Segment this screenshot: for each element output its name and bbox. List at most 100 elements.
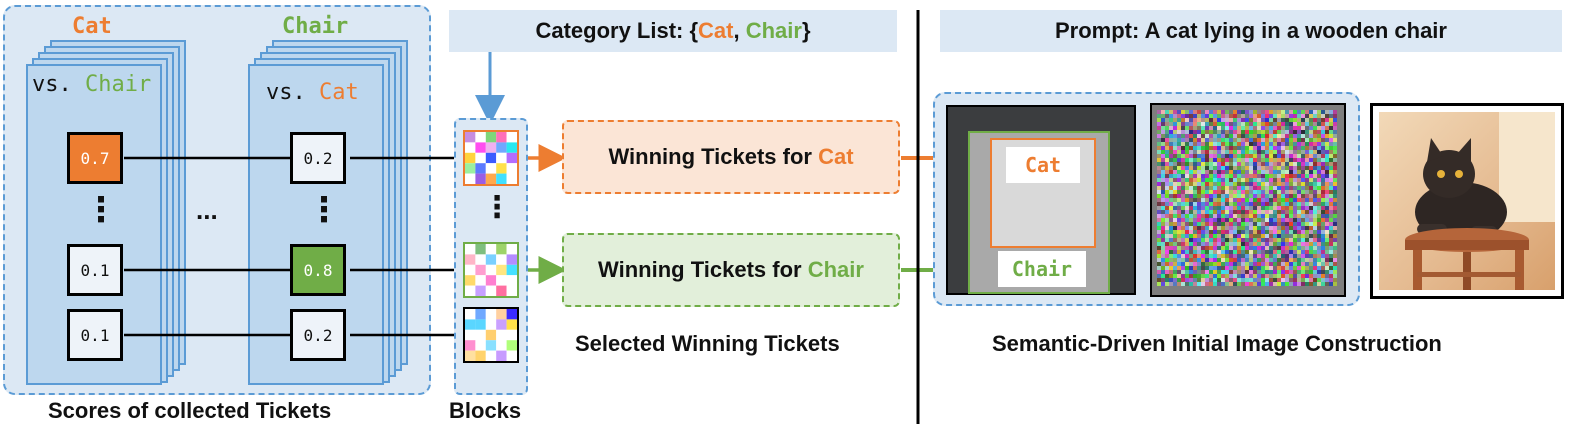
noise-pixel <box>1217 194 1221 198</box>
noise-pixel <box>1273 262 1277 266</box>
noise-pixel <box>1245 150 1249 154</box>
noise-pixel <box>1221 122 1225 126</box>
noise-pixel <box>1201 146 1205 150</box>
noise-pixel <box>1253 250 1257 254</box>
noise-pixel <box>1277 270 1281 274</box>
noise-pixel <box>1265 190 1269 194</box>
winning-chair-label: Chair <box>807 257 864 282</box>
noise-pixel <box>1213 226 1217 230</box>
noise-pixel <box>1225 126 1229 130</box>
noise-pixel <box>1253 166 1257 170</box>
noise-pixel <box>1161 226 1165 230</box>
noise-pixel <box>1249 274 1253 278</box>
noise-pixel <box>1265 218 1269 222</box>
noise-pixel <box>1217 206 1221 210</box>
noise-pixel <box>1257 242 1261 246</box>
noise-pixel <box>1313 158 1317 162</box>
noise-pixel <box>1293 202 1297 206</box>
noise-pixel <box>1257 266 1261 270</box>
noise-pixel <box>1213 150 1217 154</box>
noise-pixel <box>1317 246 1321 250</box>
noise-pixel <box>1209 274 1213 278</box>
noise-pixel <box>1305 126 1309 130</box>
noise-pixel <box>1281 226 1285 230</box>
noise-pixel <box>1317 278 1321 282</box>
noise-pixel <box>1217 110 1221 114</box>
noise-pixel <box>1321 158 1325 162</box>
noise-pixel <box>1285 134 1289 138</box>
noise-pixel <box>1289 262 1293 266</box>
noise-pixel <box>1329 246 1333 250</box>
noise-pixel <box>1289 266 1293 270</box>
noise-pixel <box>1321 174 1325 178</box>
noise-pixel <box>1325 178 1329 182</box>
noise-pixel <box>1289 126 1293 130</box>
noise-pixel <box>1293 214 1297 218</box>
noise-pixel <box>1229 150 1233 154</box>
noise-pixel <box>1293 226 1297 230</box>
noise-pixel <box>1313 202 1317 206</box>
noise-pixel <box>1261 182 1265 186</box>
noise-pixel <box>1221 162 1225 166</box>
noise-pixel <box>1193 122 1197 126</box>
noise-pixel <box>1197 158 1201 162</box>
noise-pixel <box>1221 254 1225 258</box>
noise-pixel <box>1229 182 1233 186</box>
noise-pixel <box>1269 278 1273 282</box>
noise-pixel <box>1173 234 1177 238</box>
noise-pixel <box>1205 118 1209 122</box>
noise-pixel <box>1297 258 1301 262</box>
noise-pixel <box>1249 210 1253 214</box>
noise-pixel <box>1225 282 1229 286</box>
noise-pixel <box>1205 190 1209 194</box>
noise-pixel <box>1253 154 1257 158</box>
noise-pixel <box>1313 110 1317 114</box>
noise-pixel <box>1165 166 1169 170</box>
noise-pixel <box>1277 162 1281 166</box>
noise-pattern <box>1157 110 1337 286</box>
noise-pixel <box>1261 170 1265 174</box>
winning-tickets-chair-box: Winning Tickets for Chair <box>562 233 900 307</box>
noise-pixel <box>1185 122 1189 126</box>
noise-pixel <box>1173 238 1177 242</box>
noise-pixel <box>1213 198 1217 202</box>
noise-pixel <box>1261 190 1265 194</box>
noise-pixel <box>1225 194 1229 198</box>
noise-pixel <box>1161 190 1165 194</box>
noise-pixel <box>1325 174 1329 178</box>
noise-pixel <box>1269 230 1273 234</box>
noise-pixel <box>1261 230 1265 234</box>
noise-pixel <box>1293 174 1297 178</box>
noise-pixel <box>1289 150 1293 154</box>
noise-pixel <box>1265 174 1269 178</box>
noise-pixel <box>1245 250 1249 254</box>
noise-pixel <box>1165 178 1169 182</box>
noise-pixel <box>1265 142 1269 146</box>
noise-pixel <box>1333 118 1337 122</box>
noise-pixel <box>1173 246 1177 250</box>
noise-pixel <box>1245 170 1249 174</box>
noise-pixel <box>1289 190 1293 194</box>
noise-pixel <box>1297 186 1301 190</box>
noise-pixel <box>1313 274 1317 278</box>
noise-pixel <box>1305 270 1309 274</box>
noise-pixel <box>1181 226 1185 230</box>
noise-pixel <box>1301 138 1305 142</box>
noise-pixel <box>1169 118 1173 122</box>
noise-pixel <box>1309 150 1313 154</box>
noise-pixel <box>1273 214 1277 218</box>
noise-pixel <box>1217 222 1221 226</box>
noise-pixel <box>1217 234 1221 238</box>
noise-pixel <box>1185 158 1189 162</box>
noise-pixel <box>1173 218 1177 222</box>
noise-pixel <box>1317 250 1321 254</box>
noise-pixel <box>1165 138 1169 142</box>
noise-pixel <box>1209 206 1213 210</box>
noise-pixel <box>1293 122 1297 126</box>
noise-pixel <box>1321 222 1325 226</box>
noise-pixel <box>1237 114 1241 118</box>
noise-pixel <box>1177 234 1181 238</box>
noise-pixel <box>1289 218 1293 222</box>
noise-pixel <box>1293 162 1297 166</box>
noise-pixel <box>1229 274 1233 278</box>
